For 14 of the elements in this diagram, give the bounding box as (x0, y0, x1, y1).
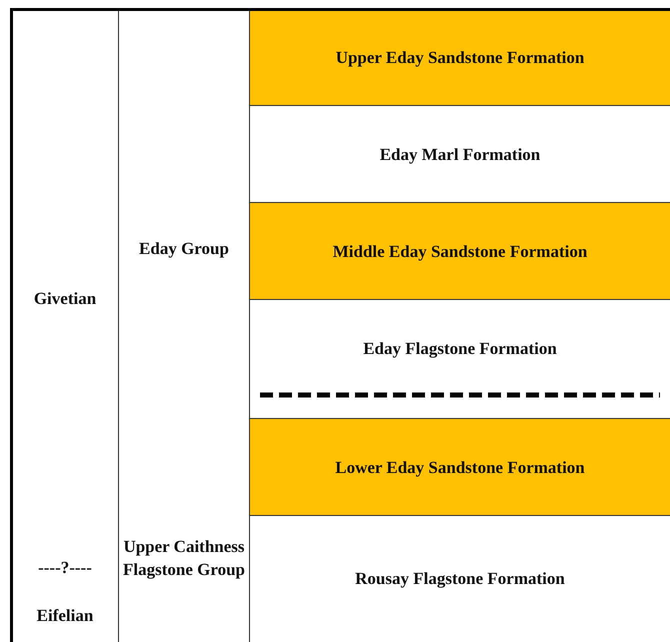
formation-label: Eday Flagstone Formation (363, 338, 557, 360)
unit-label: Givetian (34, 288, 96, 310)
formation-label: Lower Eday Sandstone Formation (335, 456, 585, 478)
formation-label: Eday Marl Formation (380, 144, 540, 166)
formation-label: Upper Eday Sandstone Formation (336, 47, 584, 69)
unit-label: Upper Caithness Flagstone Group (123, 536, 245, 581)
unit-label: Eifelian (36, 605, 94, 627)
formation-label: Middle Eday Sandstone Formation (332, 240, 588, 262)
unit-label: Eday Group (139, 238, 229, 260)
formation-band (250, 419, 670, 516)
formation-band (250, 203, 670, 300)
unit-label: ----?---- (38, 557, 92, 579)
formation-label: Rousay Flagstone Formation (355, 568, 565, 590)
formation-band (250, 10, 670, 106)
